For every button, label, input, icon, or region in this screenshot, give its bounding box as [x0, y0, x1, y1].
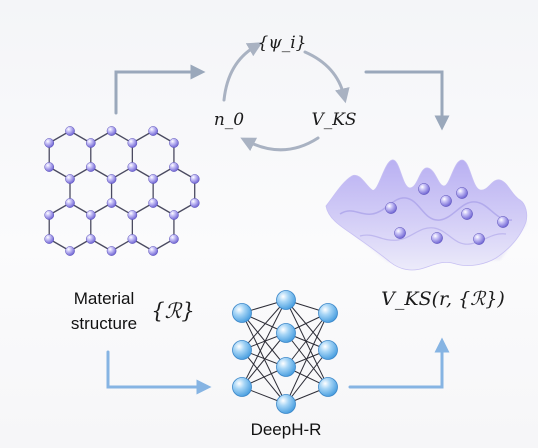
network-node — [276, 357, 296, 377]
network-node — [232, 303, 252, 323]
lattice-atom — [127, 162, 138, 172]
lattice-atom — [85, 138, 96, 148]
network-edge — [241, 299, 287, 351]
lattice-atom — [169, 162, 179, 172]
lattice-atom — [65, 126, 75, 136]
upper-flow-arrows — [114, 64, 450, 131]
network-node — [276, 290, 296, 310]
lattice-atom — [44, 162, 55, 172]
cycle-arrow-left — [222, 42, 263, 102]
lattice-atoms — [44, 126, 200, 256]
network-edge — [241, 312, 287, 368]
surface-atoms — [385, 183, 509, 245]
arrow-network-to-potential — [348, 337, 450, 389]
lattice-atom — [148, 246, 158, 256]
scf-cycle: {ψ_i} n_0 V_KS — [214, 33, 357, 152]
network-node — [232, 340, 252, 360]
network-node — [318, 340, 338, 360]
material-caption-line2: structure — [71, 314, 137, 333]
cycle-arrow-bottom — [240, 136, 320, 152]
wavefunction-label: {ψ_i} — [258, 33, 307, 53]
lattice-atom — [148, 174, 158, 184]
network-edge — [285, 299, 329, 388]
network-label: DeepH-R — [251, 420, 322, 439]
surface-atom — [440, 195, 452, 207]
lattice-atom — [148, 198, 158, 208]
lattice-atom — [169, 210, 179, 220]
network-edges — [241, 299, 329, 405]
network-edge — [285, 312, 329, 405]
lattice-atom — [127, 138, 138, 148]
surface-ridge — [339, 197, 513, 221]
lattice-atom — [65, 246, 75, 256]
potential-surface-label: V_KS(r, {ℛ}) — [381, 288, 505, 310]
arrow-structure-to-cycle — [114, 64, 206, 115]
potential-surface: V_KS(r, {ℛ}) — [325, 159, 528, 310]
lattice-atom — [106, 126, 117, 136]
surface-atom — [497, 216, 509, 228]
network-edge — [285, 299, 329, 351]
lattice-atom — [85, 162, 96, 172]
network-edge — [285, 332, 329, 388]
surface-atom — [461, 208, 473, 220]
network-edge — [241, 332, 287, 388]
lattice-atom — [106, 246, 117, 256]
network-node — [318, 303, 338, 323]
network-edge — [285, 349, 329, 405]
network-nodes — [232, 290, 338, 414]
lattice-atom — [148, 126, 158, 136]
cycle-arrow-top-right — [303, 50, 350, 104]
lattice-atom — [106, 198, 117, 208]
surface-atom — [385, 202, 397, 214]
lattice-atom — [127, 234, 138, 244]
lattice-atom — [189, 198, 200, 208]
lattice-bonds — [48, 130, 196, 252]
lattice-atom — [44, 138, 55, 148]
density-label: n_0 — [214, 110, 244, 130]
surface-atom — [418, 183, 430, 195]
network-node — [318, 377, 338, 397]
lattice-atom — [85, 210, 96, 220]
lattice-atom — [106, 174, 117, 184]
lattice-atom — [44, 234, 55, 244]
lattice-atom — [169, 234, 179, 244]
material-structure: Material structure {ℛ} — [44, 126, 200, 333]
lattice-atom — [85, 234, 96, 244]
arrow-structure-to-network — [106, 350, 212, 395]
neural-network: DeepH-R — [232, 290, 338, 439]
surface-atom — [473, 233, 485, 245]
lattice-atom — [127, 210, 138, 220]
material-caption-line1: Material — [74, 289, 134, 308]
network-node — [276, 323, 296, 343]
network-edge — [241, 299, 287, 388]
lattice-atom — [44, 210, 55, 220]
network-node — [276, 394, 296, 414]
lattice-atom — [169, 138, 179, 148]
surface-atom — [431, 232, 443, 244]
network-edge — [285, 312, 329, 368]
surface-atom — [394, 227, 406, 239]
potential-label: V_KS — [311, 110, 356, 130]
surface-atom — [456, 187, 468, 199]
network-node — [232, 377, 252, 397]
lattice-atom — [65, 198, 75, 208]
lattice-atom — [65, 174, 75, 184]
lower-flow-arrows — [106, 337, 450, 395]
structure-symbol: {ℛ} — [151, 299, 194, 323]
lattice-atom — [189, 174, 200, 184]
arrow-cycle-to-potential — [364, 70, 450, 131]
